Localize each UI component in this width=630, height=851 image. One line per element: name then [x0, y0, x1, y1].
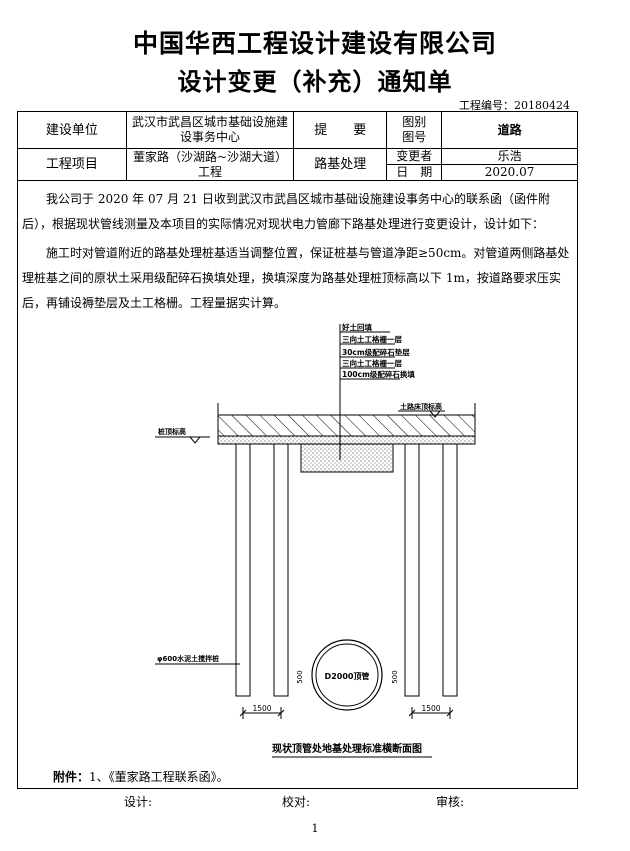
project-number: 工程编号：20180424	[459, 99, 570, 112]
designer-signature: 设计:	[124, 795, 153, 809]
changer-label: 变更者	[386, 148, 443, 165]
subject-label: 提 要	[293, 111, 388, 149]
info-table: 建设单位 武汉市武昌区城市基础设施建设事务中心 提 要 图别图号 道路 工程项目…	[17, 111, 578, 181]
project-label: 工程项目	[17, 148, 127, 181]
body-paragraph-2: 施工时对管道附近的路基处理桩基适当调整位置，保证桩基与管道净距≥50cm。对管道…	[22, 246, 570, 310]
drawing-label: 图别图号	[386, 111, 443, 149]
company-name: 中国华西工程设计建设有限公司	[132, 29, 497, 58]
changer-value: 乐浩	[441, 148, 578, 165]
date-value: 2020.07	[441, 164, 578, 181]
subject-value: 路基处理	[293, 148, 388, 181]
project-value: 董家路（沙湖路~沙湖大道）工程	[125, 148, 295, 181]
date-label: 日 期	[386, 164, 443, 181]
drawing-number-label: 图号	[402, 130, 427, 144]
drawing-value: 道路	[441, 111, 578, 149]
document-title: 设计变更（补充）通知单	[177, 68, 453, 96]
reviewer-signature: 审核:	[436, 795, 465, 809]
attachment-text: 1、《董家路工程联系函》。	[89, 770, 229, 784]
page-number: 1	[311, 822, 319, 835]
body-paragraph-1: 我公司于 2020 年 07 月 21 日收到武汉市武昌区城市基础设施建设事务中…	[22, 192, 550, 231]
drawing-type-label: 图别	[402, 115, 427, 129]
checker-signature: 校对:	[282, 795, 311, 809]
unit-value: 武汉市武昌区城市基础设施建设事务中心	[125, 111, 295, 149]
attachment: 附件：1、《董家路工程联系函》。	[53, 768, 229, 785]
unit-label: 建设单位	[17, 111, 127, 149]
attachment-label: 附件：	[53, 770, 90, 784]
